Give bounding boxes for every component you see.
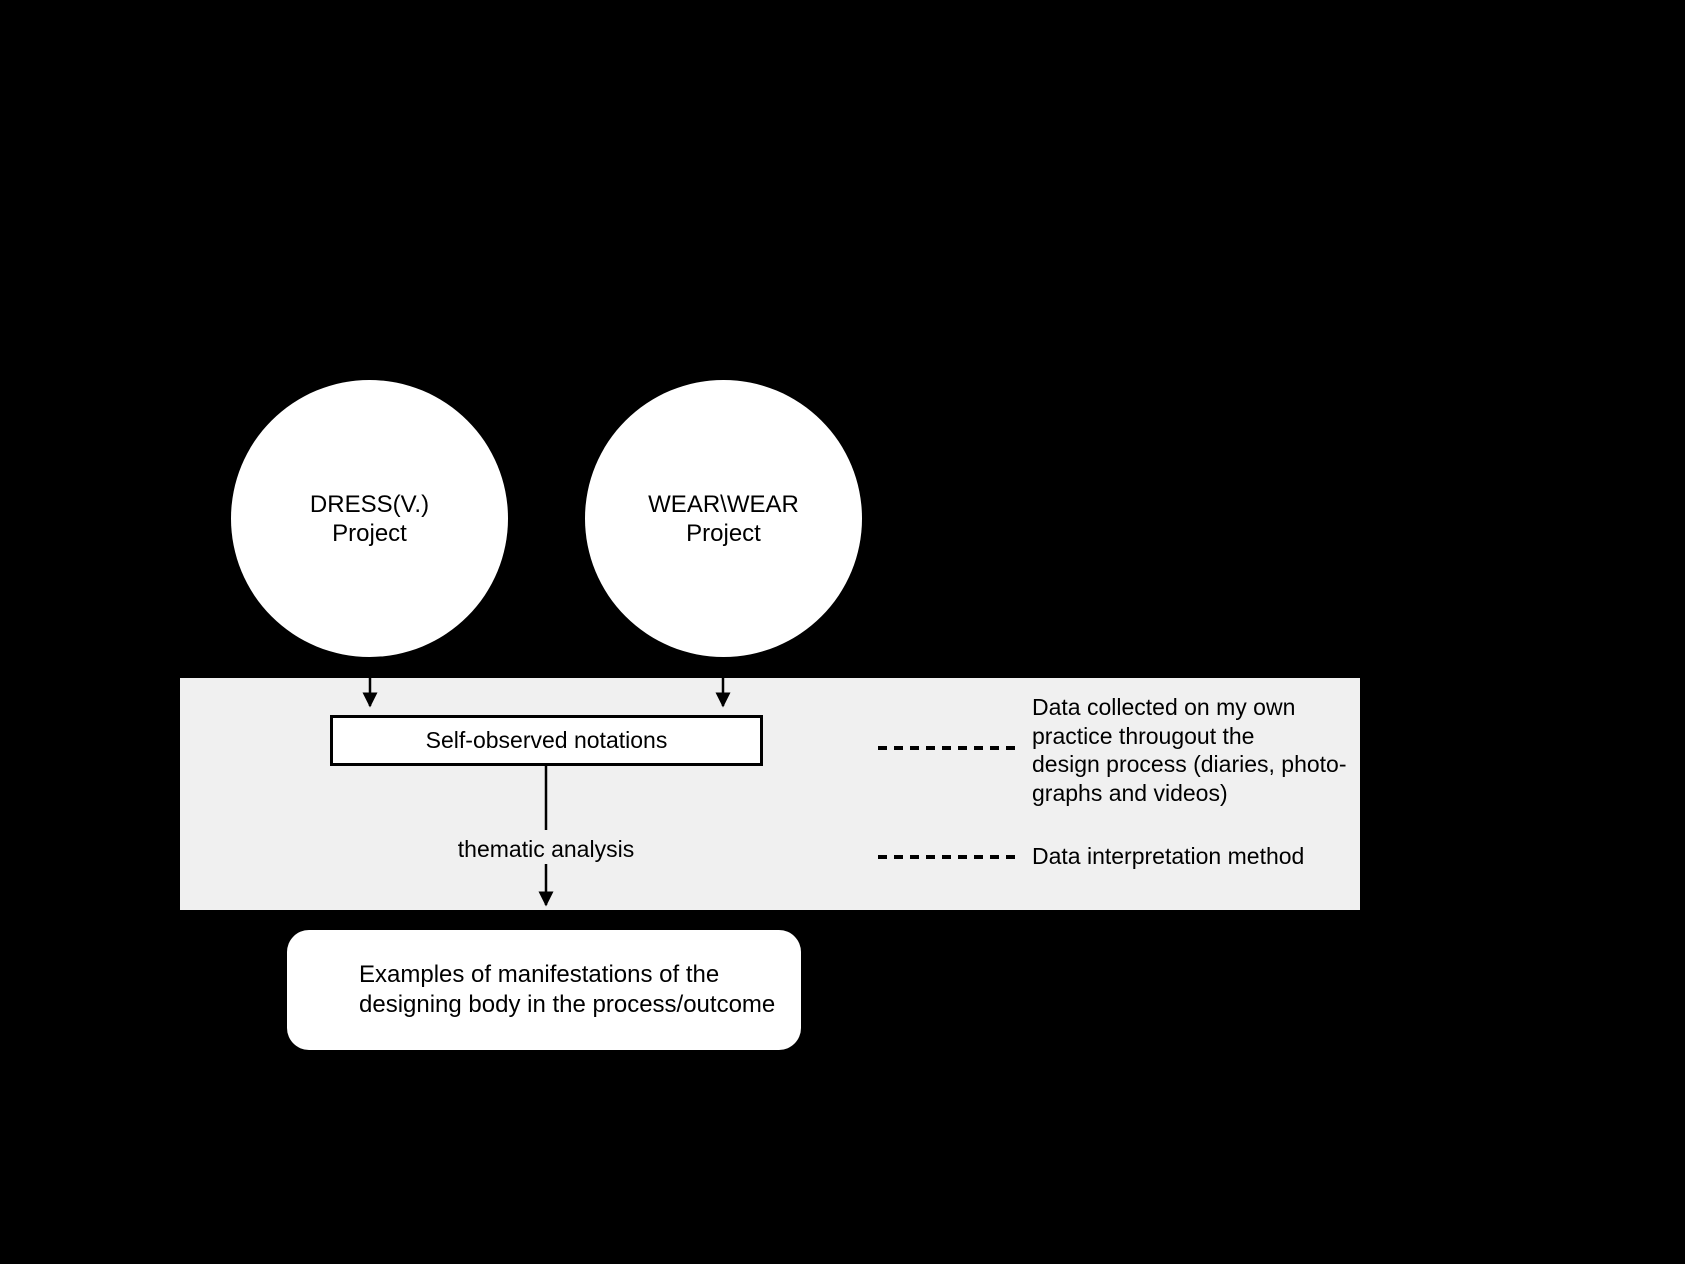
wear-project-circle: WEAR\WEAR Project xyxy=(585,380,862,657)
outcome-box: Examples of manifestations of the design… xyxy=(287,930,801,1050)
wear-project-label-line2: Project xyxy=(686,519,761,547)
self-observed-notations-label: Self-observed notations xyxy=(425,727,668,753)
legend-data-collected-line1: Data collected on my own xyxy=(1032,694,1296,720)
dress-project-label-line1: DRESS(V.) xyxy=(309,490,430,518)
outcome-label-line2: designing body in the process/outcome xyxy=(359,991,776,1018)
legend-data-collected-line4: graphs and videos) xyxy=(1032,779,1228,806)
wear-project-label-line1: WEAR\WEAR xyxy=(648,490,799,518)
legend-interpretation-method: Data interpretation method xyxy=(1032,843,1305,869)
outcome-label-line1: Examples of manifestations of the xyxy=(359,961,720,988)
legend-data-collected-line3: design process (diaries, photo- xyxy=(1032,751,1347,777)
thematic-analysis-label: thematic analysis xyxy=(457,836,635,862)
dress-project-circle: DRESS(V.) Project xyxy=(231,380,508,657)
self-observed-notations-box: Self-observed notations xyxy=(330,715,763,766)
legend-data-collected: Data collected on my own practice throug… xyxy=(1032,693,1347,807)
dress-project-label-line2: Project xyxy=(332,519,407,547)
legend-data-collected-line2: practice througout the xyxy=(1032,722,1255,749)
